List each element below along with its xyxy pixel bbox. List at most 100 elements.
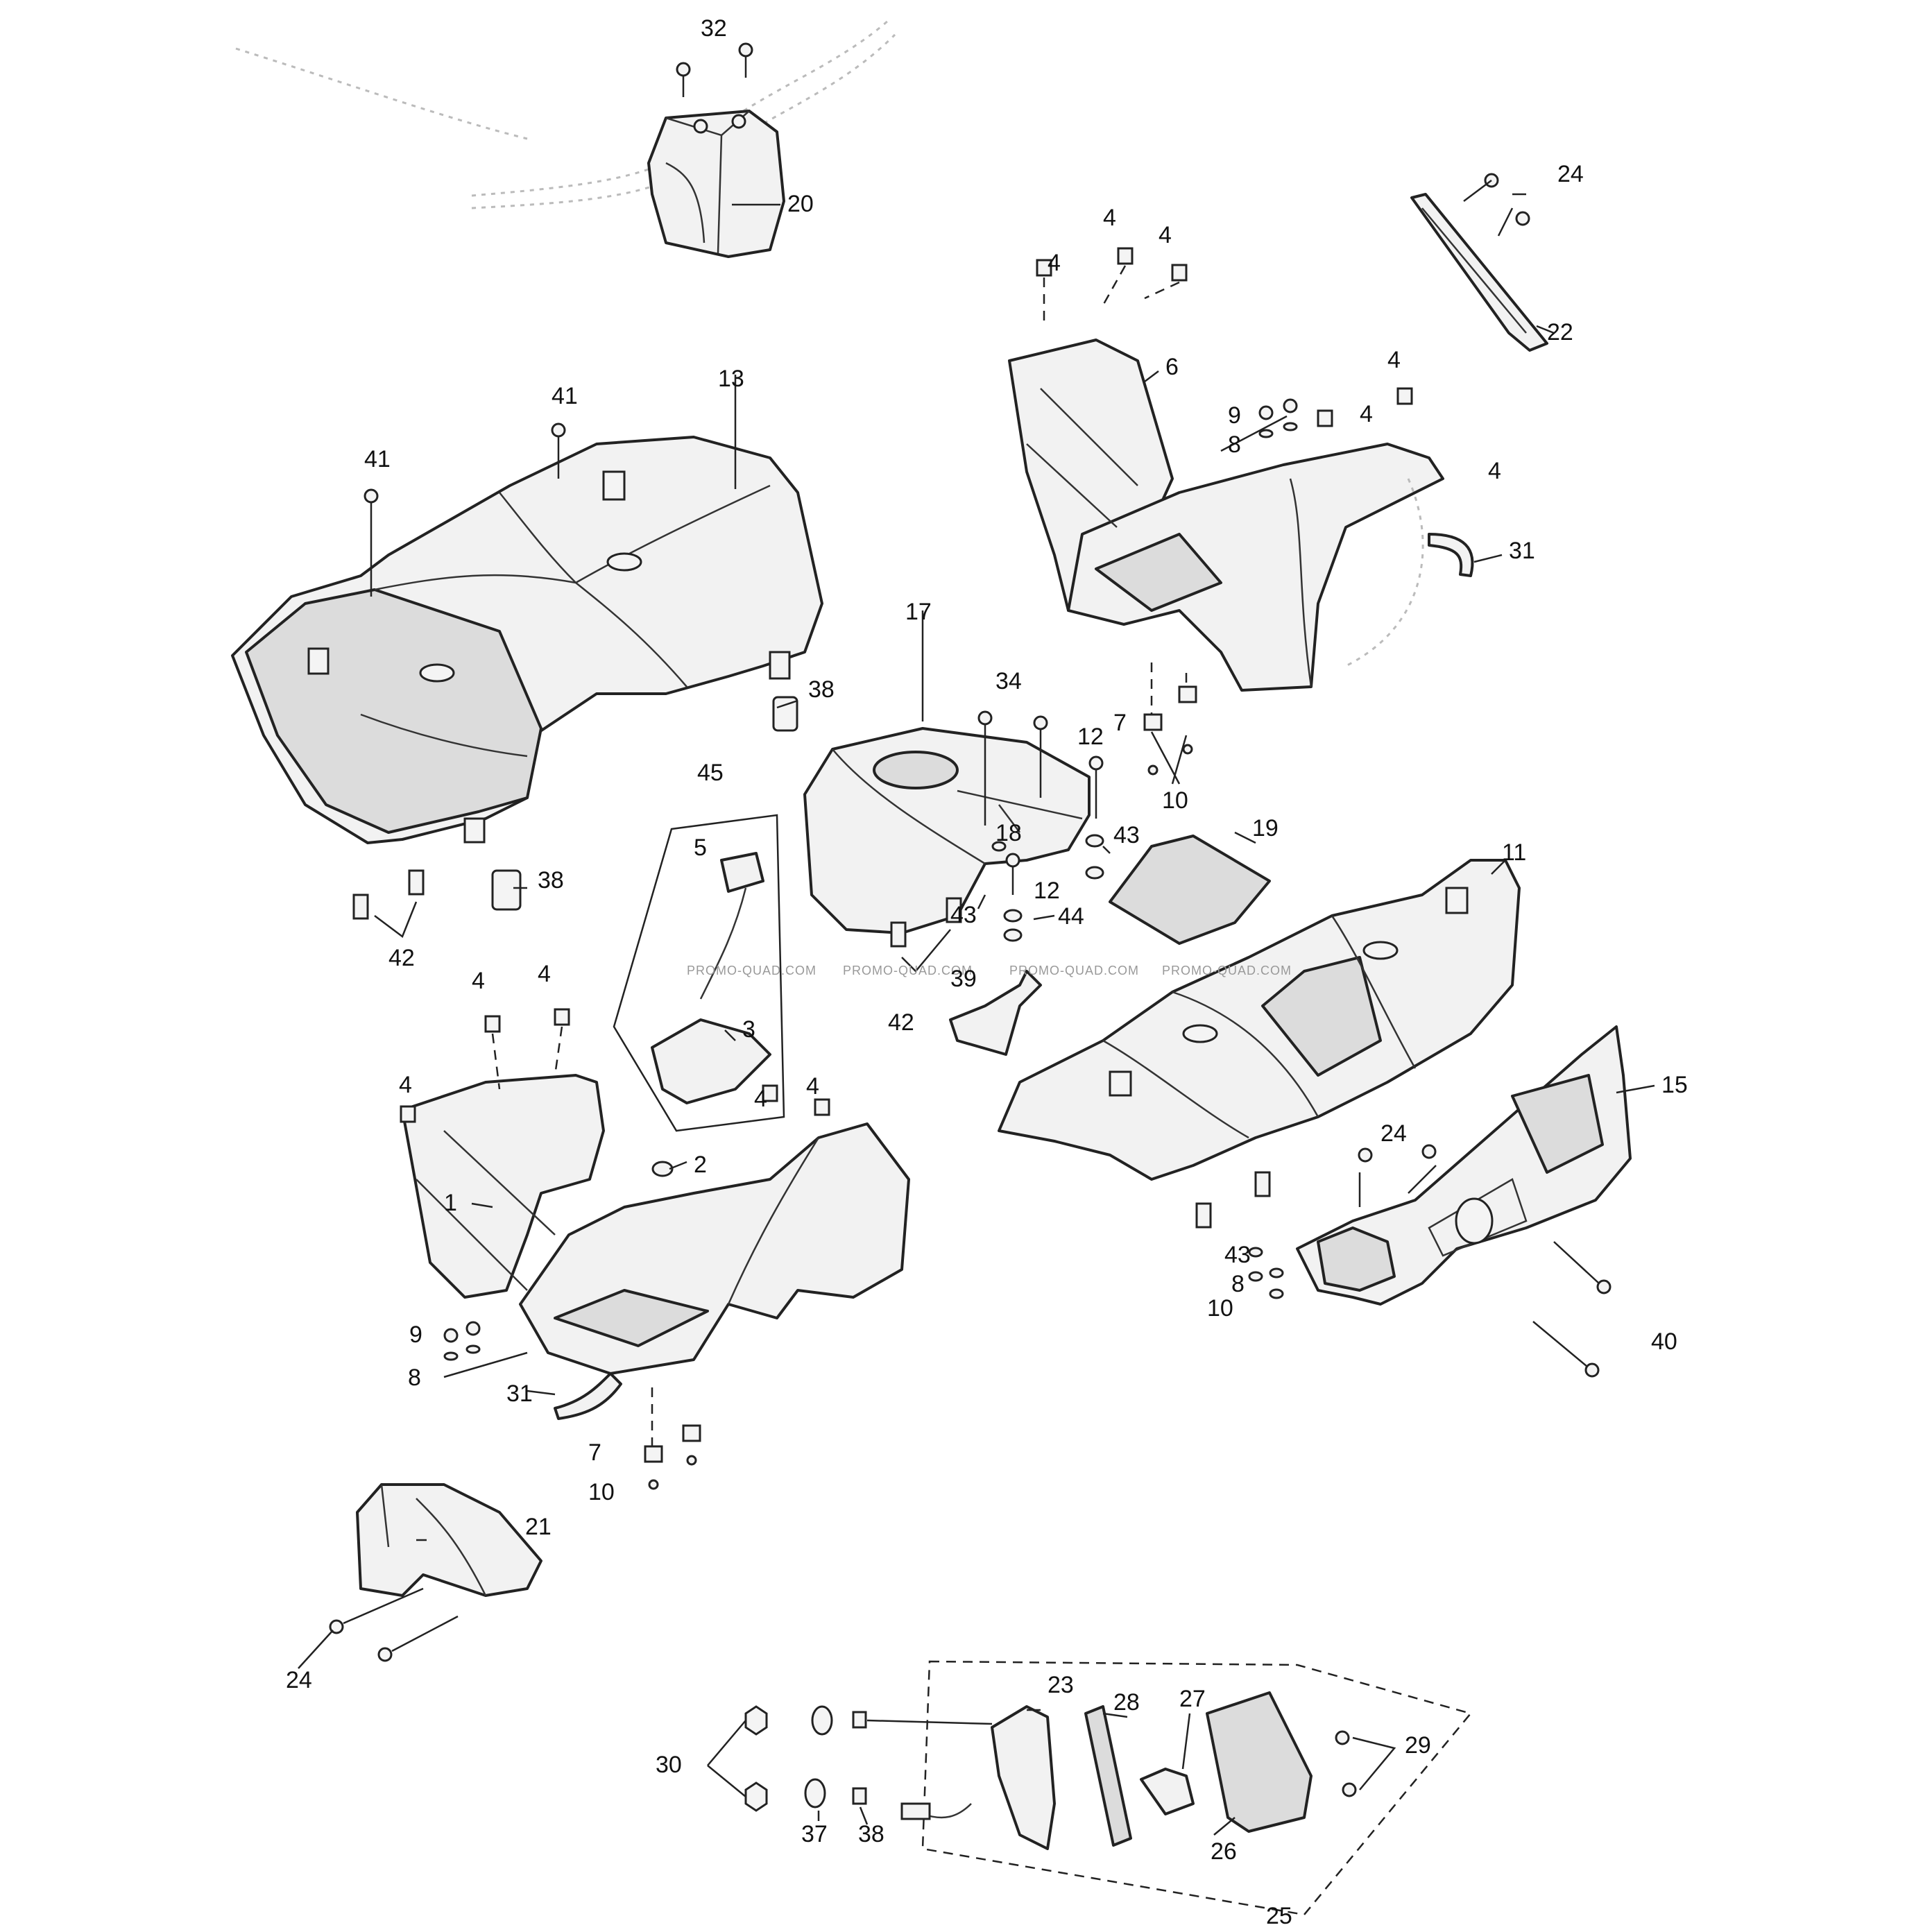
part-7-10-hardware-right	[1143, 662, 1197, 776]
callout-38-c: 38	[858, 1821, 884, 1847]
callout-41-b: 41	[364, 446, 391, 472]
callout-25: 25	[1266, 1903, 1292, 1929]
part-22-bracket	[1410, 173, 1548, 352]
part-32-screws	[676, 42, 753, 97]
watermark-1: PROMO-QUAD.COM	[687, 964, 817, 977]
callout-6: 6	[1165, 354, 1179, 380]
callout-12-a: 12	[1077, 724, 1104, 750]
callout-37: 37	[801, 1821, 828, 1847]
callout-4-f: 4	[1488, 458, 1501, 484]
callout-38-a: 38	[808, 676, 835, 703]
callout-31-left: 31	[506, 1380, 533, 1407]
watermark-2: PROMO-QUAD.COM	[843, 964, 973, 977]
callout-20: 20	[787, 191, 814, 217]
callout-43-b: 43	[950, 902, 977, 928]
part-4-clips-right	[1036, 247, 1413, 427]
callout-15: 15	[1661, 1072, 1688, 1098]
part-17-tank-cover	[803, 727, 1091, 934]
callout-31-right: 31	[1509, 538, 1535, 564]
callout-17: 17	[905, 599, 932, 625]
callout-12-b: 12	[1034, 878, 1060, 904]
part-11-front-fender	[998, 859, 1521, 1181]
callout-24-front: 24	[1380, 1120, 1407, 1147]
callout-1: 1	[444, 1190, 457, 1216]
callout-40: 40	[1651, 1328, 1677, 1355]
callout-4-i: 4	[399, 1072, 412, 1098]
callout-30: 30	[656, 1752, 682, 1778]
callout-7-left: 7	[588, 1439, 601, 1466]
callout-43-a: 43	[1113, 822, 1140, 848]
callout-41-a: 41	[552, 383, 578, 409]
callout-8-left: 8	[408, 1365, 421, 1391]
watermark-3: PROMO-QUAD.COM	[1009, 964, 1139, 977]
part-30-37-38-hardware	[744, 1705, 993, 1812]
callout-42-rear: 42	[388, 945, 415, 971]
part-15-front-bumper	[1296, 1025, 1632, 1306]
callout-19: 19	[1252, 815, 1279, 841]
part-19-lens-cover	[1109, 835, 1271, 945]
part-4-clips-left	[400, 1008, 830, 1123]
callout-10-left: 10	[588, 1479, 615, 1505]
callout-4-g: 4	[472, 968, 485, 994]
part-20-handlebar-cover	[647, 110, 785, 258]
callout-28: 28	[1113, 1689, 1140, 1716]
handlebar-ghost	[235, 19, 896, 210]
callout-4-j: 4	[754, 1086, 767, 1112]
callout-29: 29	[1405, 1732, 1431, 1759]
part-43-clips-front	[1195, 1171, 1271, 1229]
part-9-8-hardware-left	[443, 1321, 481, 1361]
part-42-clips-rear	[352, 869, 425, 938]
callout-4-c: 4	[1048, 250, 1061, 276]
part-39-bracket	[949, 970, 1042, 1056]
callout-3: 3	[742, 1016, 755, 1043]
part-6-right-footwell	[1008, 339, 1444, 692]
callout-18: 18	[995, 820, 1022, 846]
leader-lines	[298, 193, 1655, 1836]
callout-27: 27	[1179, 1686, 1206, 1712]
part-21-mudflap	[356, 1483, 542, 1597]
part-9-8-hardware-right	[1258, 398, 1298, 438]
part-34-screws	[977, 710, 1048, 826]
callout-39: 39	[950, 966, 977, 992]
callout-32: 32	[701, 15, 727, 42]
part-38-spacers-rear	[491, 696, 798, 911]
callout-43-c: 43	[1224, 1242, 1251, 1268]
part-8-10-hardware-front	[1248, 1247, 1284, 1299]
callout-4-d: 4	[1387, 347, 1401, 373]
callout-4-a: 4	[1103, 205, 1116, 231]
watermark-strip: PROMO-QUAD.COM PROMO-QUAD.COM PROMO-QUAD…	[687, 964, 1292, 977]
callout-13: 13	[718, 366, 744, 392]
part-13-rear-fender	[231, 436, 823, 844]
callout-34: 34	[995, 668, 1022, 694]
callout-4-k: 4	[806, 1073, 819, 1100]
callout-9-left: 9	[409, 1322, 422, 1348]
part-31-hose-left	[554, 1372, 622, 1420]
part-3-5-kit-box	[613, 814, 785, 1132]
callout-24-mudflap: 24	[286, 1667, 312, 1693]
callout-44: 44	[1058, 903, 1084, 930]
part-12-18-43-44-hardware	[991, 755, 1104, 942]
part-42-clips-front	[890, 897, 962, 973]
callout-9-right: 9	[1228, 402, 1241, 429]
callout-21: 21	[525, 1514, 552, 1540]
callout-5: 5	[694, 835, 707, 861]
watermark-4: PROMO-QUAD.COM	[1162, 964, 1292, 977]
callout-8-right: 8	[1228, 431, 1241, 458]
callout-24-top: 24	[1557, 161, 1584, 187]
callout-4-b: 4	[1159, 222, 1172, 248]
callout-42-front: 42	[888, 1009, 914, 1036]
callout-26: 26	[1211, 1838, 1237, 1865]
callout-2: 2	[694, 1152, 707, 1178]
callout-7-right: 7	[1113, 710, 1127, 736]
callout-8-front: 8	[1231, 1271, 1245, 1297]
part-29-screws	[1335, 1730, 1396, 1797]
callout-11: 11	[1502, 839, 1526, 866]
callout-22: 22	[1547, 319, 1573, 345]
callout-38-b: 38	[538, 867, 564, 894]
callout-45: 45	[697, 760, 724, 786]
part-7-10-hardware-left	[644, 1387, 701, 1490]
callout-4-e: 4	[1360, 401, 1373, 427]
part-40-screws	[1532, 1241, 1612, 1378]
callout-10-front: 10	[1207, 1295, 1233, 1322]
